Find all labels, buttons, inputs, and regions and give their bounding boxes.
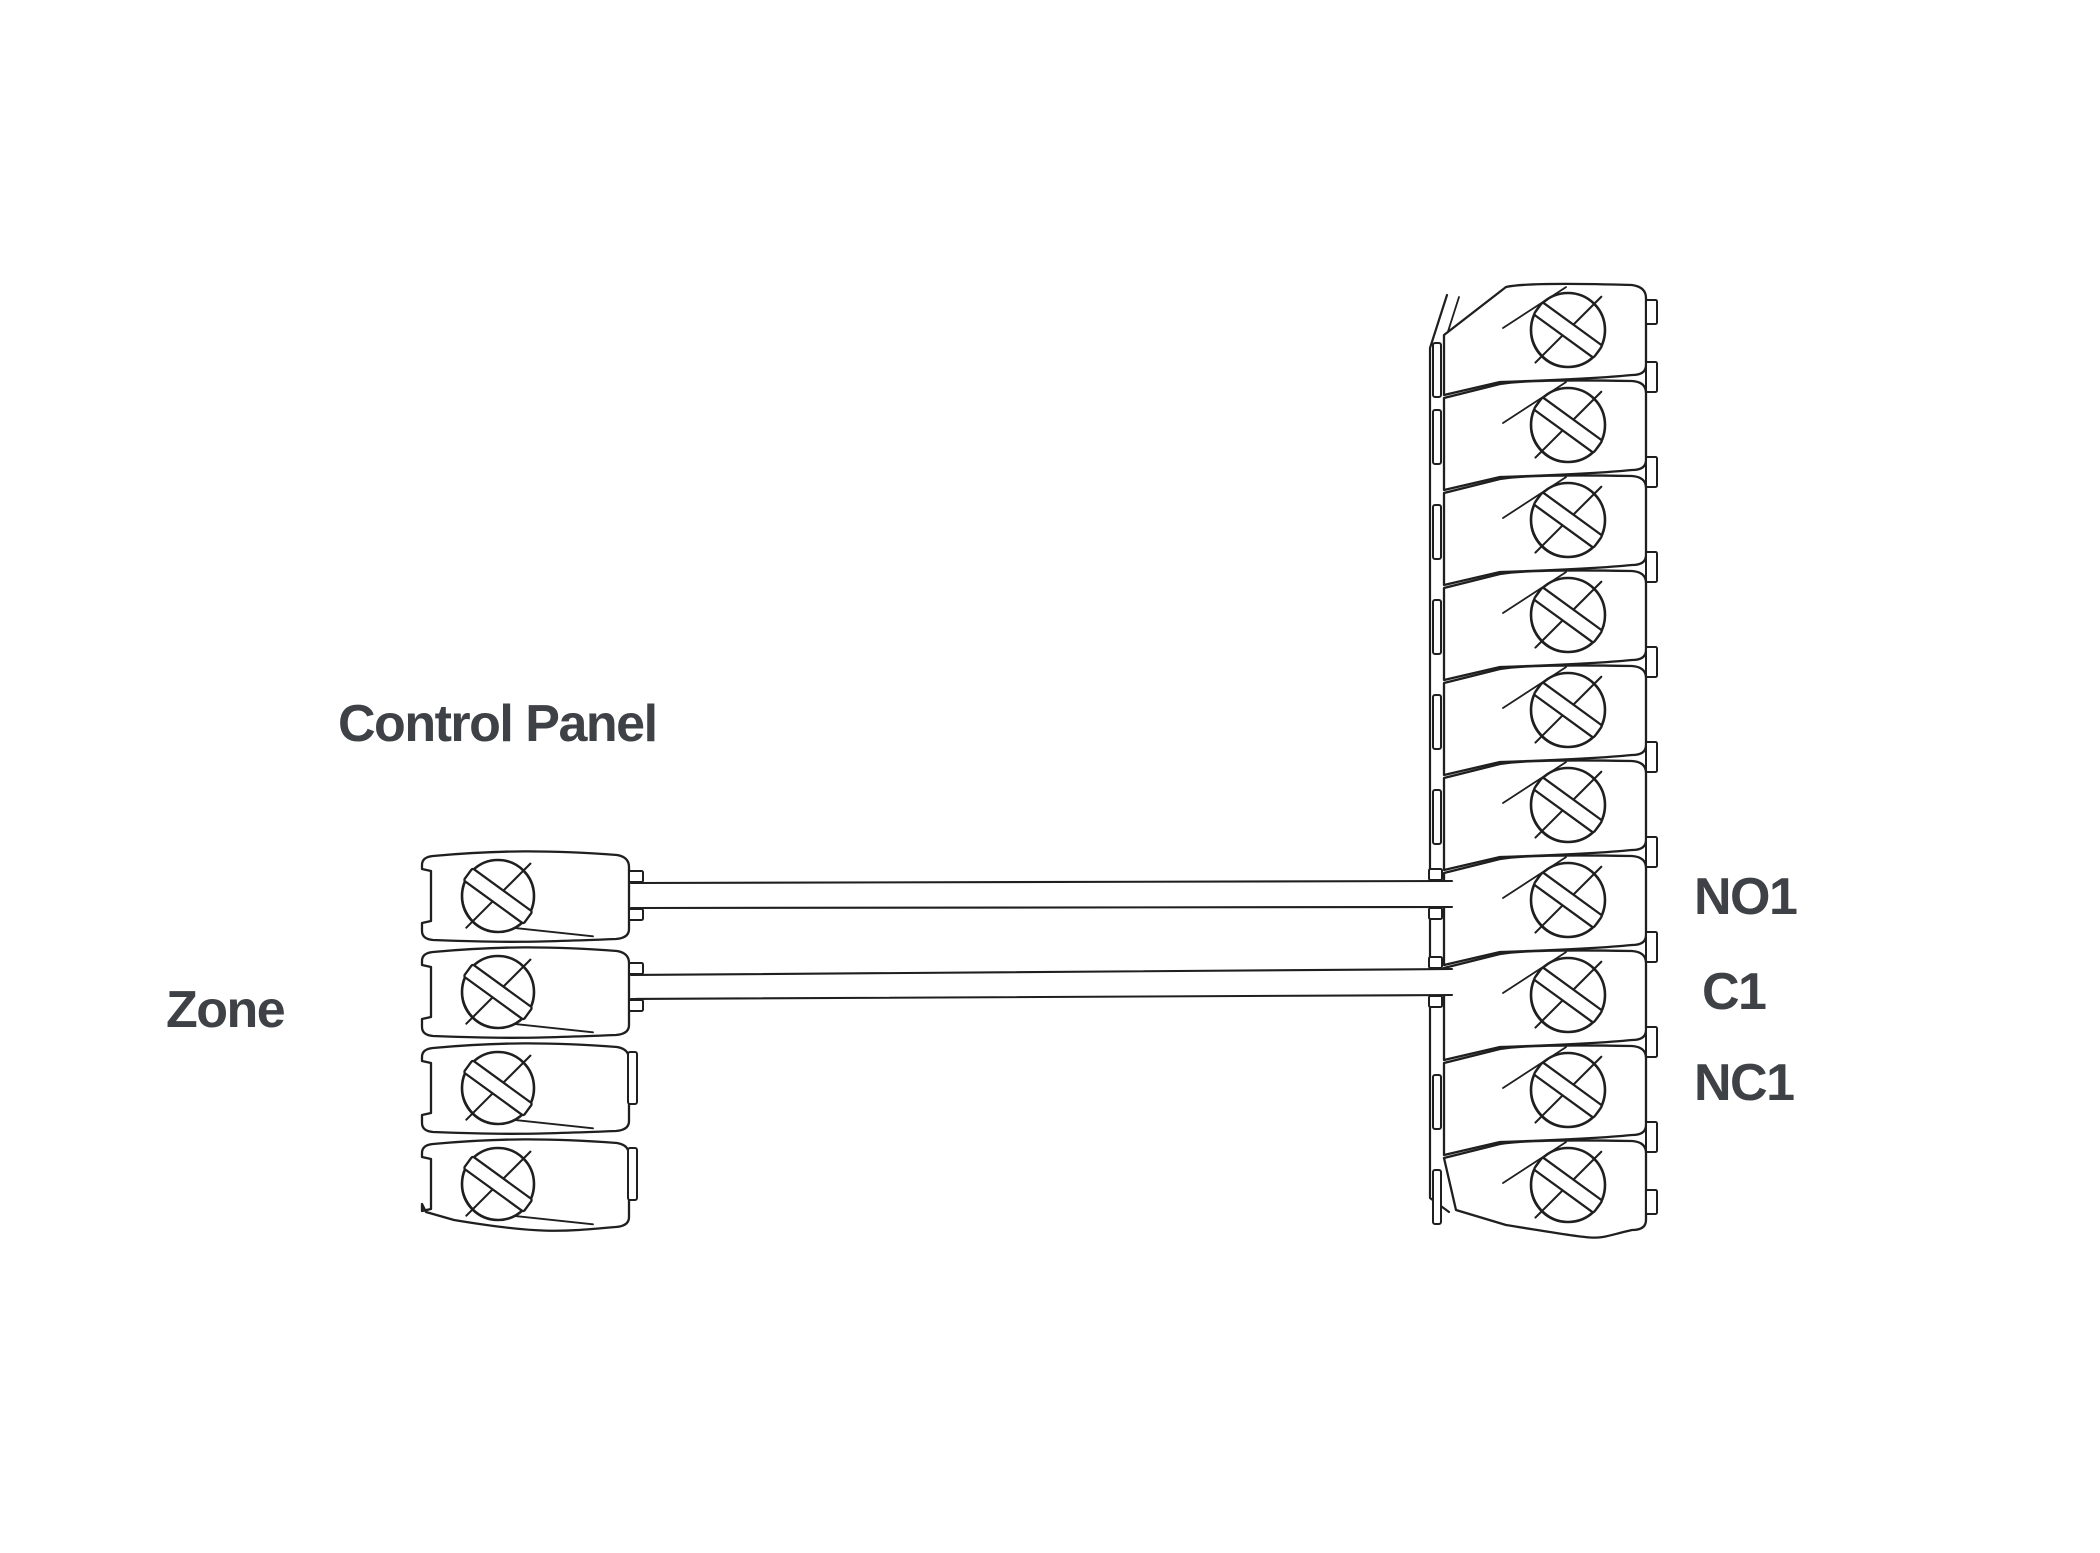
terminal-details: [627, 299, 1658, 1225]
control-panel-label: Control Panel: [338, 695, 658, 753]
zone-to-relay-wires: [629, 879, 1454, 1001]
relay-terminal-label-c1: C1: [1702, 963, 1767, 1021]
wire: [629, 967, 1454, 1001]
relay-terminal-label-nc1: NC1: [1694, 1054, 1795, 1112]
zone-label: Zone: [166, 981, 286, 1039]
terminal-screws: [460, 286, 1607, 1226]
relay-terminal-label-no1: NO1: [1694, 868, 1798, 926]
wire: [629, 879, 1454, 910]
